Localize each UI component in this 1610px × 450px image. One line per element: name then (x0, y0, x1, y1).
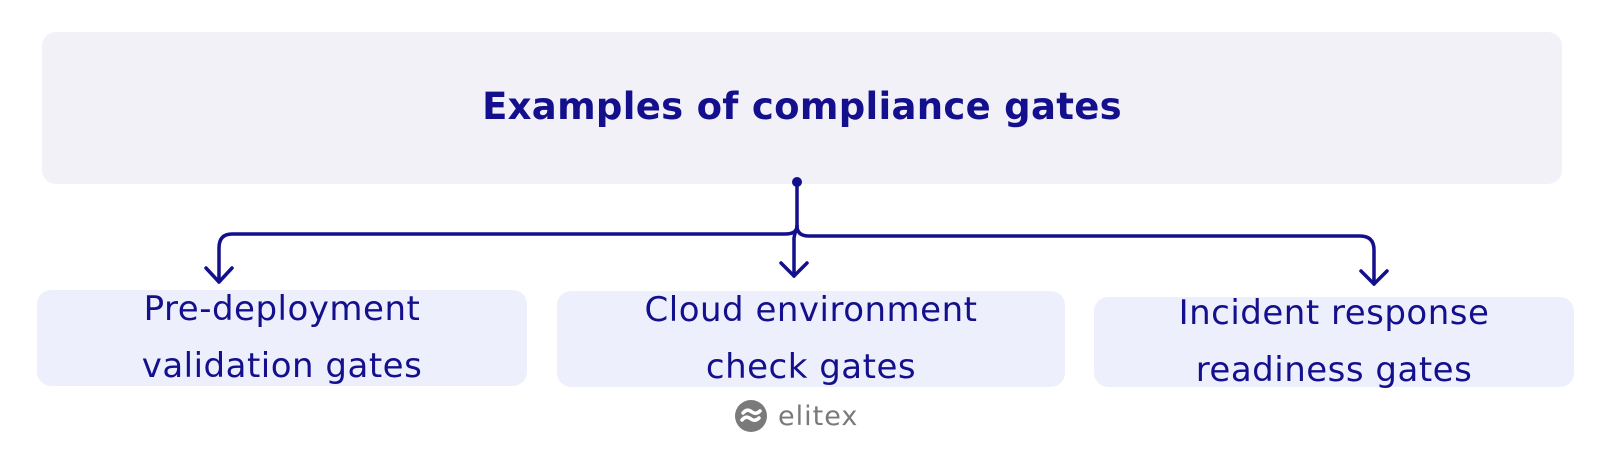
gate-label: Pre-deployment validation gates (141, 289, 423, 386)
gate-card-incident-response: Incident response readiness gates (1094, 293, 1574, 390)
gate-label: Incident response readiness gates (1178, 293, 1490, 390)
gate-card-pre-deployment: Pre-deployment validation gates (37, 289, 527, 386)
gate-card-cloud-environment: Cloud environment check gates (557, 290, 1065, 387)
brand-name: elitex (778, 400, 859, 432)
arrowhead-middle (779, 261, 809, 278)
arrowhead-right (1359, 269, 1389, 286)
branch-middle (792, 226, 799, 278)
branch-left (217, 224, 799, 284)
brand-watermark: elitex (734, 398, 858, 434)
title-box: Examples of compliance gates (42, 32, 1562, 184)
elitex-logo-icon (735, 400, 767, 432)
gate-label: Cloud environment check gates (644, 290, 978, 387)
diagram-title: Examples of compliance gates (482, 84, 1122, 128)
branch-right (795, 224, 1376, 286)
arrowhead-left (204, 266, 234, 284)
